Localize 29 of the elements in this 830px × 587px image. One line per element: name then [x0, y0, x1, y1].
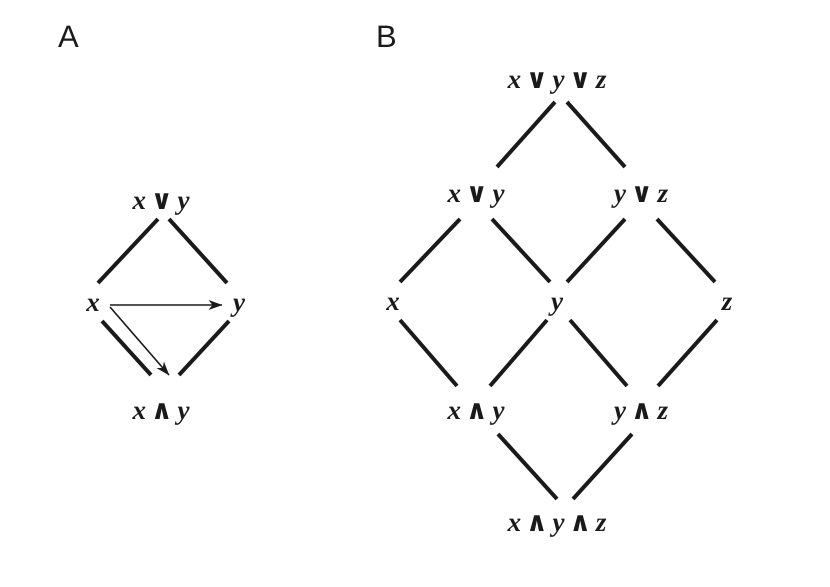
connector-line — [496, 100, 556, 168]
expression-label: x ∨ y — [448, 178, 504, 208]
connector-line — [100, 320, 152, 376]
expression-label: x — [386, 286, 400, 316]
connector-line — [178, 320, 230, 376]
connector-line — [496, 432, 558, 500]
panel-label: B — [376, 20, 397, 54]
connector-line — [656, 318, 718, 388]
connector-line — [572, 432, 634, 500]
connector-line — [566, 100, 626, 168]
connector-line — [488, 318, 549, 388]
connector-line — [398, 218, 462, 284]
arrow — [110, 300, 222, 310]
connector-line — [398, 318, 459, 388]
connector-line — [566, 218, 626, 284]
connector-line — [656, 218, 716, 284]
expression-label: z — [722, 286, 732, 316]
expression-label: x ∧ y — [448, 395, 504, 425]
connector-line — [96, 218, 160, 284]
expression-label: x ∧ y ∧ z — [508, 507, 606, 537]
expression-label: x ∨ y ∨ z — [508, 64, 606, 94]
connector-line — [568, 318, 629, 388]
expression-label: x — [86, 287, 100, 317]
connector-line — [168, 218, 228, 284]
expression-label: x ∨ y — [132, 185, 190, 215]
panel-label: A — [58, 20, 79, 54]
connector-line — [490, 218, 552, 284]
arrow — [109, 306, 170, 376]
expression-label: x ∧ y — [132, 395, 190, 425]
